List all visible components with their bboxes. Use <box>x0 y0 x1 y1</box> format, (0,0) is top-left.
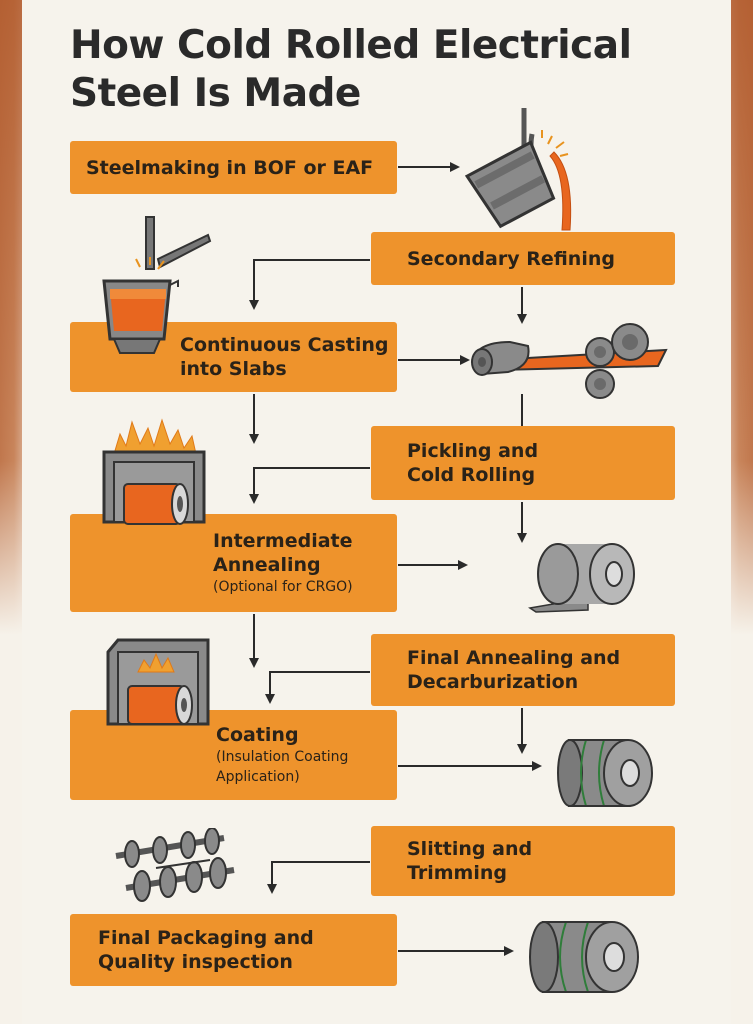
rolling-mill-icon <box>470 323 668 399</box>
arrow-7-down <box>249 467 370 504</box>
packaged-coil-icon <box>529 921 639 993</box>
step-label-line2: Trimming <box>407 862 507 884</box>
step-label-line1: Final Annealing and <box>407 647 621 669</box>
arrow-11-down <box>265 671 370 704</box>
step-final-annealing: Final Annealing and Decarburization <box>371 634 675 706</box>
step-label-line1: Coating <box>216 724 299 746</box>
step-label-line1: Continuous Casting <box>180 334 389 356</box>
arrow-14-down <box>267 861 370 894</box>
step-label-line1: Slitting and <box>407 838 533 860</box>
converter-vessel-icon <box>102 216 212 354</box>
right-edge <box>729 0 753 1024</box>
step-note: (Optional for CRGO) <box>213 579 353 595</box>
step-note-line2: Application) <box>216 769 300 785</box>
step-label-line2: Cold Rolling <box>407 464 536 486</box>
ladle-pour-icon <box>464 108 572 231</box>
slitting-rollers-icon <box>115 828 235 902</box>
step-final-packaging: Final Packaging and Quality inspection <box>70 914 397 986</box>
furnace-coil-icon <box>106 638 210 726</box>
left-edge <box>0 0 24 1024</box>
coated-coil-icon <box>557 739 653 807</box>
step-label-line1: Final Packaging and <box>98 927 314 949</box>
step-secondary-refining: Secondary Refining <box>371 232 675 285</box>
step-label: Secondary Refining <box>407 247 615 270</box>
step-label-line2: Annealing <box>213 554 321 576</box>
step-label-line2: into Slabs <box>180 358 287 380</box>
step-intermediate-annealing: Intermediate Annealing (Optional for CRG… <box>70 514 397 612</box>
step-slitting-trimming: Slitting and Trimming <box>371 826 675 896</box>
step-note-line1: (Insulation Coating <box>216 749 349 765</box>
page-title: How Cold Rolled Electrical Steel Is Made <box>70 23 632 116</box>
step-label-line2: Quality inspection <box>98 951 293 973</box>
steel-coil-icon <box>528 543 635 613</box>
step-steelmaking: Steelmaking in BOF or EAF <box>70 141 397 194</box>
arrow-2-down <box>249 259 370 310</box>
step-label-line2: Decarburization <box>407 671 579 693</box>
step-label-line1: Intermediate <box>213 530 353 552</box>
annealing-furnace-icon <box>102 418 206 525</box>
step-label-line1: Pickling and <box>407 440 539 462</box>
step-pickling-cold-rolling: Pickling and Cold Rolling <box>371 426 675 500</box>
step-label: Steelmaking in BOF or EAF <box>86 156 374 179</box>
